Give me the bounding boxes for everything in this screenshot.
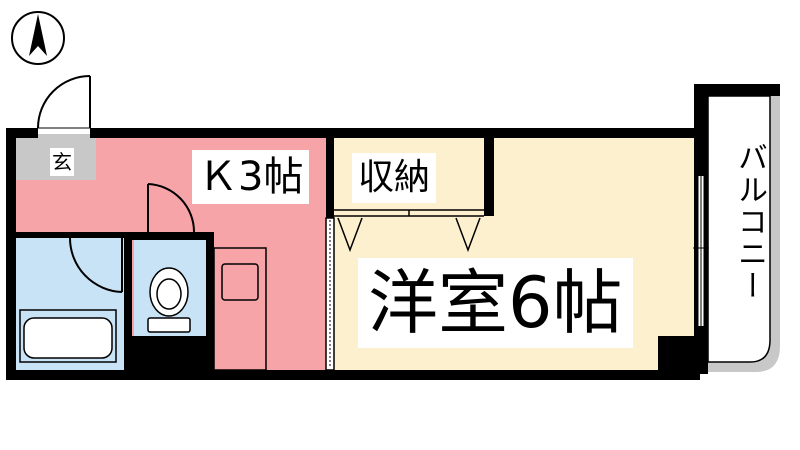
balcony-label: バルコニー: [732, 142, 767, 302]
sink-icon: [213, 247, 267, 371]
north-arrow-icon: [11, 11, 65, 65]
closet-doors[interactable]: [334, 209, 484, 253]
bathtub-icon: [19, 309, 117, 363]
closet-label: 収納: [352, 153, 437, 203]
outer-walls: [6, 128, 700, 380]
toilet-icon: [147, 267, 191, 333]
western-room-label: 洋室6帖: [358, 258, 633, 348]
kitchen-label: Ｋ3帖: [192, 150, 310, 204]
genkan-label: 玄: [50, 148, 74, 176]
toilet-door[interactable]: [147, 183, 196, 233]
entrance-door[interactable]: [37, 75, 91, 129]
bathroom-door[interactable]: [69, 237, 123, 293]
